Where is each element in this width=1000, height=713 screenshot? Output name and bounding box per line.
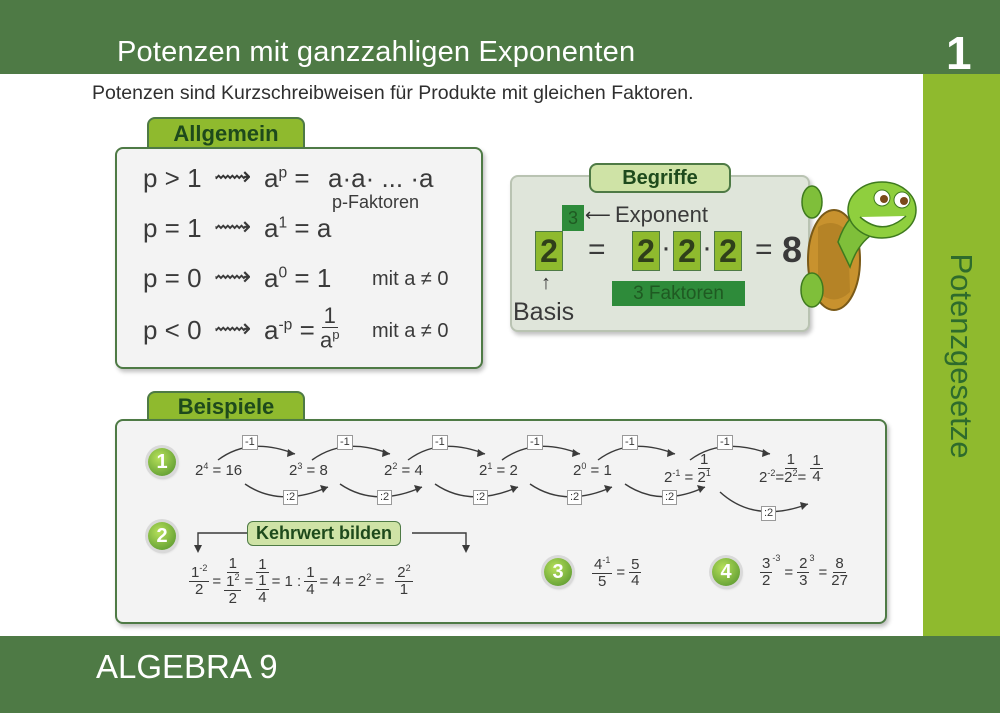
condition: p = 1 [143,213,202,243]
op-minus-one: -1 [337,435,353,450]
factors-label: 3 Faktoren [612,281,745,306]
power: a1 = a [264,213,332,243]
example-1-term: 22 = 4 [384,461,423,479]
power: a0 = 1 [264,263,332,293]
beispiele-panel [115,419,887,624]
turtle-mascot-icon [800,181,917,311]
op-div-two: :2 [567,490,583,505]
example-1-term: 23 = 8 [289,461,328,479]
arrow-left-icon: ⟵ [585,205,611,225]
exponent-box: 3 [562,205,584,231]
op-minus-one: -1 [717,435,733,450]
op-minus-one: -1 [622,435,638,450]
example-1-term: 21 = 2 [479,461,518,479]
begriffe-tab: Begriffe [589,163,731,193]
arrow-icon: ⟿ [214,211,252,241]
op-div-two: :2 [662,490,678,505]
op-minus-one: -1 [242,435,258,450]
sidebar [923,74,1000,636]
footer-label: ALGEBRA 9 [96,648,278,685]
sidebar-label: Potenzgesetze [944,253,979,459]
arrow-icon: ⟿ [214,313,252,343]
factor-box: 2 [632,231,660,271]
condition: p > 1 [143,163,202,193]
page-title: Potenzen mit ganzzahligen Exponenten [117,36,636,68]
page-number: 1 [946,27,972,79]
dot: · [702,231,712,264]
example-4-badge: 4 [712,558,740,586]
power: ap = [264,163,310,193]
op-minus-one: -1 [527,435,543,450]
condition: p < 0 [143,315,202,345]
power: a-p = [264,315,315,345]
condition-note: mit a ≠ 0 [372,268,449,290]
factor-box: 2 [714,231,742,271]
allgemein-tab: Allgemein [147,117,305,149]
result: 8 [782,229,803,270]
op-div-two: :2 [761,506,777,521]
condition-note: mit a ≠ 0 [372,320,449,342]
allgemein-panel [115,147,483,369]
arrow-icon: ⟿ [214,261,252,291]
beispiele-tab: Beispiele [147,391,305,421]
product: a·a· ... ·a [328,163,434,193]
kehrwert-bracket [194,532,470,553]
kehrwert-chip: Kehrwert bilden [247,521,402,546]
factor-box: 2 [673,231,701,271]
op-minus-one: -1 [432,435,448,450]
dot: · [661,231,671,264]
footer-bar [0,636,1000,713]
factor-note: p-Faktoren [332,192,420,212]
op-div-two: :2 [377,490,393,505]
example-3-badge: 3 [544,558,572,586]
arrow-up-icon: ↑ [541,272,551,294]
equals-sign: = [755,233,773,266]
arrow-icon: ⟿ [214,161,252,191]
example-1-term: 20 = 1 [573,461,612,479]
base-box: 2 [535,231,563,271]
header-bar [0,0,1000,74]
op-div-two: :2 [473,490,489,505]
exponent-label: Exponent [615,202,708,227]
example-2-badge: 2 [148,522,176,550]
example-1-badge: 1 [148,448,176,476]
op-div-two: :2 [283,490,299,505]
base-label: Basis [513,298,575,326]
intro-text: Potenzen sind Kurzschreibweisen für Prod… [92,82,694,104]
equals-sign: = [588,233,606,266]
example-1-term: 24 = 16 [195,461,243,479]
condition: p = 0 [143,263,202,293]
